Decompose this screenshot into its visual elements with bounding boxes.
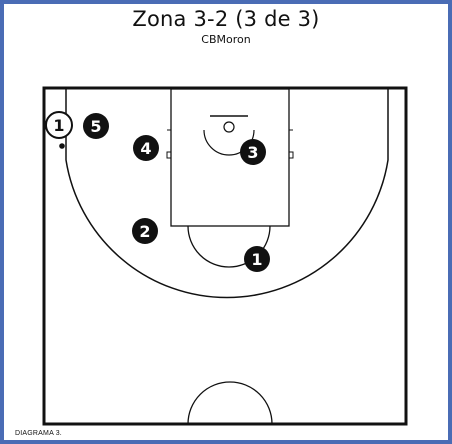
player-2-circle xyxy=(132,218,158,244)
free-throw-lane xyxy=(170,88,290,227)
player-2-marker: 2 xyxy=(132,218,158,244)
player-5-label: 5 xyxy=(90,117,101,136)
player-4-marker: 4 xyxy=(133,135,159,161)
lane-hash-right xyxy=(288,151,294,159)
player-1-ball-label: 1 xyxy=(53,116,64,135)
player-1-label: 1 xyxy=(251,250,262,269)
player-1-ball-marker: 1 xyxy=(45,111,73,149)
free-throw-circle xyxy=(187,225,271,268)
player-1-circle xyxy=(244,246,270,272)
lane-hash-left xyxy=(166,151,172,159)
ball-icon xyxy=(59,143,65,149)
player-2-label: 2 xyxy=(139,222,150,241)
player-1-ball-circle xyxy=(45,111,73,139)
player-4-circle xyxy=(133,135,159,161)
basket-rim xyxy=(223,121,235,133)
diagram-title: Zona 3-2 (3 de 3) xyxy=(132,7,320,31)
player-5-circle xyxy=(83,113,109,139)
center-circle xyxy=(187,381,273,425)
diagram-subtitle: CBMoron xyxy=(201,33,251,46)
diagram-caption: DIAGRAMA 3. xyxy=(15,430,62,437)
player-3-circle xyxy=(240,139,266,165)
player-4-label: 4 xyxy=(140,139,151,158)
player-5-marker: 5 xyxy=(83,113,109,139)
player-3-label: 3 xyxy=(247,143,258,162)
player-1-marker: 1 xyxy=(244,246,270,272)
player-3-marker: 3 xyxy=(240,139,266,165)
three-point-line xyxy=(65,89,389,299)
court-boundary xyxy=(42,86,408,426)
